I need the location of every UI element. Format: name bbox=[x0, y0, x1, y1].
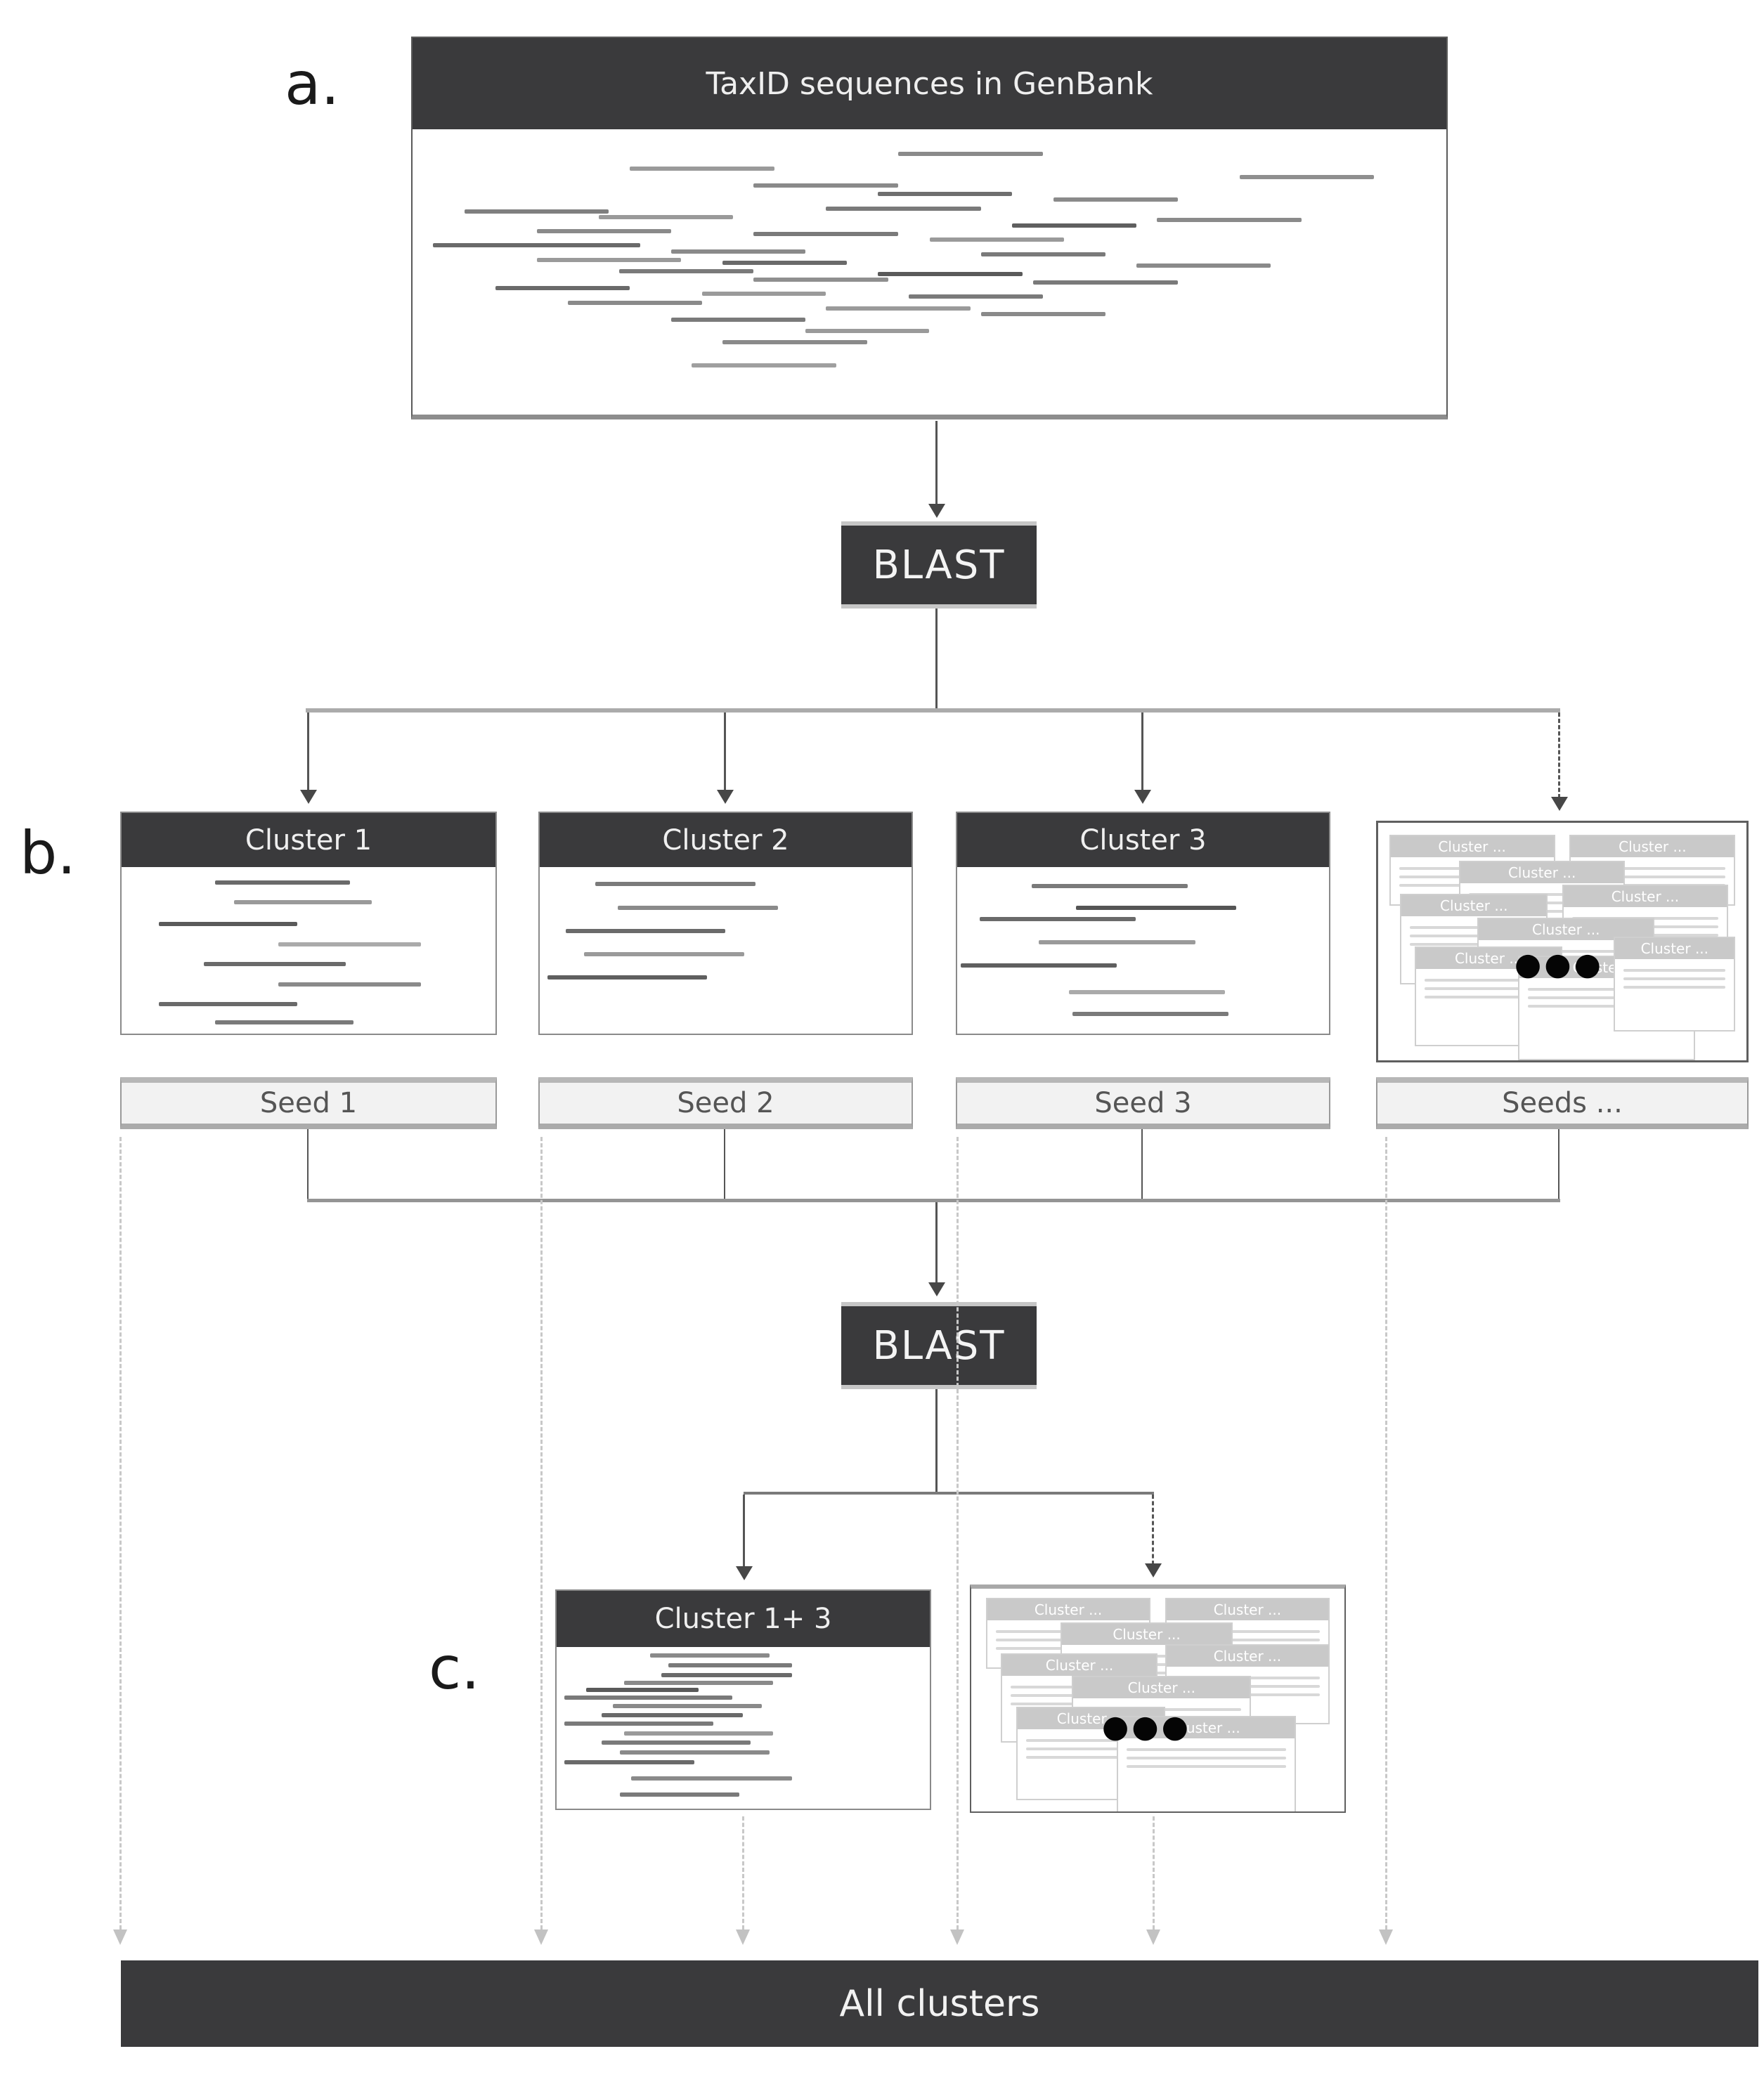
mini-cluster-title: Cluster ... bbox=[1118, 1717, 1295, 1738]
arrow-down-icon bbox=[717, 790, 734, 804]
connector-line bbox=[935, 609, 938, 710]
mini-cluster-title: Cluster ... bbox=[1479, 919, 1653, 941]
connector-line-dashed bbox=[1558, 712, 1560, 798]
arrow-down-icon bbox=[300, 790, 317, 804]
connector-line bbox=[935, 1202, 938, 1284]
all-clusters-label: All clusters bbox=[839, 1982, 1040, 2025]
mini-cluster-title: Cluster ... bbox=[1401, 895, 1547, 917]
cluster-3-box: Cluster 3 bbox=[956, 812, 1330, 1035]
mini-cluster-title: Cluster ... bbox=[1564, 885, 1727, 907]
seed-1-box: Seed 1 bbox=[120, 1077, 497, 1129]
cluster-1-3-lines bbox=[557, 1647, 930, 1809]
blast-2-label: BLAST bbox=[872, 1322, 1006, 1369]
genbank-sequences-box: TaxID sequences in GenBank bbox=[411, 37, 1448, 419]
mini-cluster-title: Cluster ... bbox=[1167, 1599, 1328, 1620]
connector-line bbox=[724, 712, 726, 791]
arrow-down-icon bbox=[928, 1282, 945, 1296]
connector-line bbox=[724, 1129, 725, 1200]
cluster-1-title: Cluster 1 bbox=[122, 813, 495, 867]
connector-line bbox=[307, 1129, 309, 1200]
mini-cluster-title: Cluster ... bbox=[1460, 862, 1624, 884]
connector-line bbox=[935, 1389, 938, 1493]
mini-cluster-box: Cluster ... bbox=[1117, 1715, 1296, 1811]
section-label-b: b. bbox=[20, 819, 77, 887]
more-clusters-stack: ●●● Cluster ...Cluster ...Cluster ...Clu… bbox=[1376, 821, 1749, 1062]
blast-box-1: BLAST bbox=[841, 521, 1037, 609]
arrow-down-icon bbox=[1379, 1929, 1393, 1945]
connector-line-dashed bbox=[1152, 1495, 1154, 1565]
mini-cluster-title: Cluster ... bbox=[987, 1599, 1149, 1620]
arrow-down-icon bbox=[736, 1566, 753, 1580]
arrow-down-icon bbox=[534, 1929, 548, 1945]
arrow-down-icon bbox=[928, 504, 945, 518]
split-line bbox=[744, 1492, 1154, 1495]
distributor-line bbox=[306, 708, 1560, 712]
seed-bus-line bbox=[307, 1199, 1560, 1202]
mini-cluster-box: Cluster ... bbox=[1614, 937, 1736, 1032]
ellipsis-dots: ●●● bbox=[1101, 1709, 1192, 1745]
arrow-down-icon bbox=[113, 1929, 127, 1945]
connector-line bbox=[307, 712, 309, 791]
arrow-down-icon bbox=[1146, 1929, 1160, 1945]
dotted-line-seed1 bbox=[119, 1137, 122, 1929]
ellipsis-dots: ●●● bbox=[1514, 946, 1604, 982]
connector-line bbox=[1558, 1129, 1559, 1200]
seeds-more-box: Seeds ... bbox=[1376, 1077, 1749, 1129]
cluster-3-title: Cluster 3 bbox=[957, 813, 1329, 867]
result-clusters-stack: ●●● Cluster ...Cluster ...Cluster ...Clu… bbox=[970, 1584, 1346, 1813]
cluster-1-3-box: Cluster 1+ 3 bbox=[555, 1589, 931, 1810]
mini-cluster-title: Cluster ... bbox=[1571, 835, 1734, 857]
dotted-line-seed2 bbox=[540, 1137, 543, 1929]
arrow-down-icon bbox=[1145, 1563, 1162, 1577]
seed-2-box: Seed 2 bbox=[538, 1077, 913, 1129]
cluster-2-lines bbox=[540, 867, 912, 1034]
mini-cluster-title: Cluster ... bbox=[1390, 835, 1554, 857]
genbank-sequence-lines bbox=[413, 129, 1446, 415]
cluster-2-box: Cluster 2 bbox=[538, 812, 913, 1035]
section-label-c: c. bbox=[429, 1634, 480, 1703]
seed-2-label: Seed 2 bbox=[677, 1087, 774, 1119]
arrow-down-icon bbox=[950, 1929, 964, 1945]
blast-1-label: BLAST bbox=[872, 542, 1006, 588]
mini-cluster-title: Cluster ... bbox=[1167, 1646, 1328, 1667]
genbank-box-title: TaxID sequences in GenBank bbox=[413, 38, 1446, 129]
seeds-more-label: Seeds ... bbox=[1502, 1087, 1623, 1119]
cluster-1-3-title: Cluster 1+ 3 bbox=[557, 1591, 930, 1647]
connector-line bbox=[743, 1495, 745, 1568]
all-clusters-bar: All clusters bbox=[121, 1960, 1758, 2047]
dotted-line-seed3 bbox=[956, 1137, 959, 1929]
arrow-down-icon bbox=[1134, 790, 1151, 804]
cluster-1-box: Cluster 1 bbox=[120, 812, 497, 1035]
mini-cluster-title: Cluster ... bbox=[1073, 1677, 1250, 1698]
mini-cluster-title: Cluster ... bbox=[1615, 938, 1734, 960]
mini-cluster-title: Cluster ... bbox=[1002, 1654, 1157, 1676]
arrow-down-icon bbox=[1551, 797, 1568, 811]
blast-box-2: BLAST bbox=[841, 1302, 1037, 1389]
connector-line bbox=[1141, 1129, 1143, 1200]
cluster-2-title: Cluster 2 bbox=[540, 813, 912, 867]
dotted-line-seeds-more bbox=[1385, 1137, 1387, 1929]
mini-cluster-title: Cluster ... bbox=[1062, 1623, 1231, 1645]
section-label-a: a. bbox=[285, 49, 340, 118]
dotted-line-merged bbox=[742, 1816, 744, 1929]
seed-3-label: Seed 3 bbox=[1094, 1087, 1192, 1119]
cluster-3-lines bbox=[957, 867, 1329, 1034]
connector-line bbox=[935, 421, 938, 505]
dotted-line-result-stack bbox=[1153, 1816, 1155, 1929]
connector-line bbox=[1141, 712, 1143, 791]
seed-1-label: Seed 1 bbox=[259, 1087, 358, 1119]
arrow-down-icon bbox=[736, 1929, 750, 1945]
cluster-1-lines bbox=[122, 867, 495, 1034]
seed-3-box: Seed 3 bbox=[956, 1077, 1330, 1129]
